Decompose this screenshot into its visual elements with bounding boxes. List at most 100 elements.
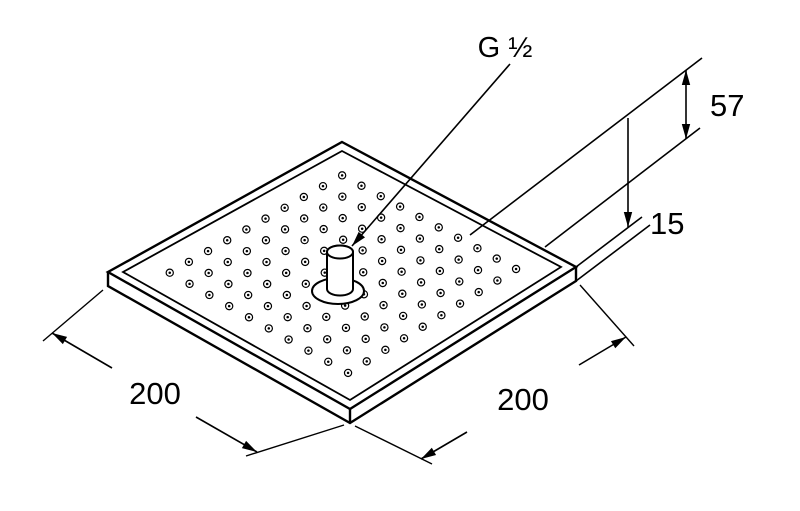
nozzle-dot-center — [305, 304, 308, 308]
nozzle-dot-center — [322, 206, 325, 209]
nozzle-dot-center — [246, 271, 249, 275]
plate-thickness-edge — [106, 267, 578, 425]
nozzle-dot-center — [302, 217, 306, 220]
nozzle-dot-center — [284, 249, 287, 253]
thickness-extension-line-bottom — [575, 224, 651, 282]
nozzle-dot-center — [360, 205, 363, 209]
nozzle-dot-center — [245, 249, 249, 253]
nozzle-dot-center — [458, 302, 462, 305]
nozzle-dot-center — [264, 239, 268, 242]
nozzle-dot-center — [341, 195, 344, 198]
nozzle-dot-center — [419, 259, 422, 262]
depth-dimension: 200 — [42, 289, 345, 457]
nozzle-dot-center — [341, 238, 345, 242]
depth-extension-line-left — [42, 289, 104, 342]
width-extension-line-right — [579, 284, 635, 347]
nozzle-dot-center — [439, 291, 442, 295]
nozzle-dot-center — [322, 227, 325, 231]
nozzle-dot-center — [340, 174, 344, 177]
nozzle-dot-center — [225, 239, 229, 242]
nozzle-dot-center — [379, 194, 383, 198]
nozzle-dot-center — [227, 282, 230, 286]
nozzle-dot-center — [265, 260, 268, 264]
nozzle-dot-center — [307, 349, 310, 352]
height-value: 57 — [710, 88, 744, 123]
nozzle-dot-center — [325, 315, 328, 319]
nozzle-dot-center — [302, 195, 306, 199]
thread-leader-line — [351, 63, 511, 247]
nozzle-dot-center — [477, 290, 480, 294]
nozzle-dot-center — [286, 315, 289, 319]
nozzle-dot-center — [418, 237, 422, 240]
width-value: 200 — [497, 382, 549, 417]
height-extension-line-bottom — [544, 127, 701, 248]
nozzle-dot-center — [188, 282, 191, 286]
nozzle-dot-center — [380, 238, 383, 241]
nozzle-dot-center — [437, 226, 441, 229]
thickness-extension-line-top — [575, 216, 643, 268]
nozzle-dot-center — [365, 360, 368, 363]
nozzle-dot-center — [381, 281, 385, 285]
nozzle-dot-center — [364, 337, 367, 341]
nozzle-dot-center — [438, 269, 442, 273]
shower-plate — [105, 140, 579, 425]
nozzle-dot-center — [303, 260, 307, 264]
thickness-dimension: 15 — [575, 118, 684, 282]
nozzle-dot-center — [383, 326, 386, 329]
nozzle-dot-center — [398, 205, 402, 208]
nozzle-dot-center — [306, 326, 309, 330]
nozzle-dot-center — [418, 215, 421, 219]
nozzle-dot-center — [344, 326, 348, 330]
nozzle-dot-center — [266, 304, 270, 308]
nozzle-dot-center — [476, 246, 479, 250]
nozzle-dot-center — [476, 268, 480, 272]
nozzle-dot-center — [325, 338, 329, 341]
nozzle-dot-center — [267, 327, 271, 330]
nozzle-dot-center — [341, 216, 344, 220]
nozzle-dot-center — [287, 338, 290, 341]
nozzle-dot-center — [283, 228, 287, 231]
nozzle-dot-center — [421, 325, 424, 328]
nozzle-dot-center — [321, 184, 325, 188]
height-dimension: 57 — [469, 57, 744, 248]
nozzle-dot-center — [361, 249, 364, 252]
nozzle-dot-center — [346, 371, 350, 375]
nozzle-dot-center — [323, 271, 326, 274]
thread-size-label: G ½ — [478, 32, 533, 64]
nozzle-dot-center — [514, 267, 518, 271]
nozzle-dot-center — [206, 249, 210, 253]
thickness-value: 15 — [650, 206, 684, 241]
nozzle-dot-center — [303, 238, 306, 242]
nozzle-dot-center — [285, 293, 289, 297]
width-dimension-line-a — [420, 431, 468, 460]
nozzle-dot-center — [399, 226, 402, 230]
nozzle-dot-center — [384, 348, 387, 352]
nozzle-dot-center — [187, 260, 191, 264]
nozzle-dot-center — [380, 259, 384, 263]
nozzle-dot-center — [363, 315, 367, 318]
nozzle-dot-center — [399, 248, 403, 252]
plate-rim-inner-edge — [121, 149, 563, 402]
nozzle-dot-center — [322, 249, 326, 253]
nozzle-dot-center — [438, 247, 441, 251]
depth-dimension-line-b — [195, 416, 258, 453]
depth-dimension-line-a — [51, 332, 113, 369]
nozzle-dot-center — [283, 206, 286, 210]
nozzle-dot-center — [458, 280, 461, 283]
nozzle-dot-center — [345, 349, 349, 352]
nozzle-dot-center — [360, 184, 363, 188]
thread-callout: G ½ — [351, 32, 533, 247]
nozzle-dot-center — [326, 360, 330, 364]
nozzle-dot-center — [496, 279, 499, 282]
depth-value: 200 — [129, 376, 181, 411]
nozzle-dot-center — [457, 258, 460, 261]
width-extension-line-left — [354, 425, 433, 465]
nozzle-dot-center — [304, 282, 308, 286]
width-dimension-line-b — [578, 336, 627, 366]
nozzle-dot-center — [379, 216, 383, 219]
nozzle-dot-center — [343, 304, 347, 307]
nozzle-dot-center — [495, 257, 498, 260]
nozzle-dot-center — [401, 314, 405, 318]
